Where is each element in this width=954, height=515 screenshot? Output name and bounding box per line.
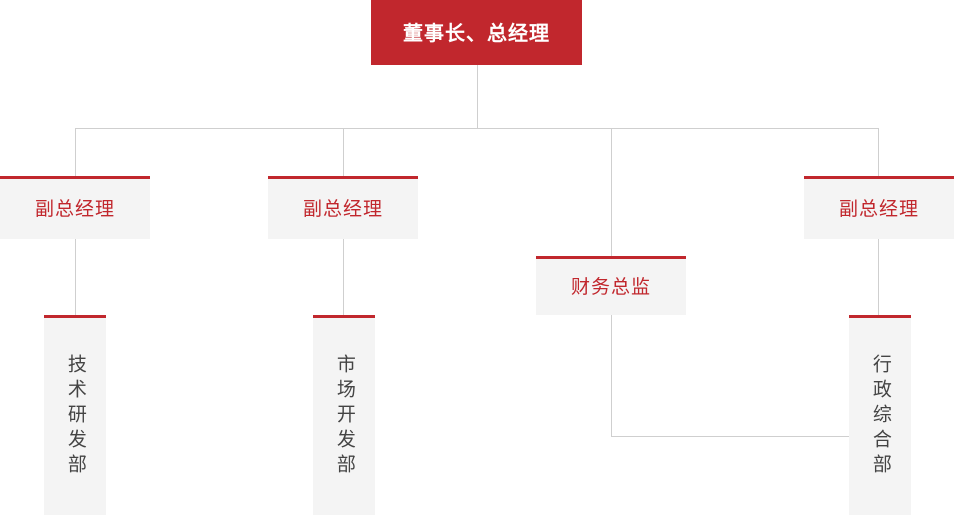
connector-drop-finance-director — [611, 128, 612, 256]
node-department-market-development-label: 市场开发部 — [333, 354, 356, 479]
node-deputy-general-manager-3-label: 副总经理 — [838, 197, 919, 220]
node-finance-director[interactable]: 财务总监 — [536, 256, 686, 315]
connector-horizontal-bus — [75, 128, 879, 129]
node-department-research-development-label: 技术研发部 — [64, 354, 87, 479]
node-deputy-general-manager-1-label: 副总经理 — [34, 197, 115, 220]
node-deputy-general-manager-1[interactable]: 副总经理 — [0, 176, 150, 239]
node-chairman-general-manager-label: 董事长、总经理 — [403, 20, 550, 45]
connector-drop-manager-2 — [343, 128, 344, 176]
node-department-market-development[interactable]: 市场开发部 — [313, 315, 375, 515]
node-department-administration-label: 行政综合部 — [869, 354, 892, 479]
connector-manager3-to-admin-department — [878, 239, 879, 315]
connector-finance-elbow-horizontal — [611, 436, 850, 437]
connector-top-stem — [477, 65, 478, 128]
node-department-administration[interactable]: 行政综合部 — [849, 315, 911, 515]
node-deputy-general-manager-2[interactable]: 副总经理 — [268, 176, 418, 239]
connector-drop-manager-1 — [75, 128, 76, 176]
connector-finance-elbow-vertical — [611, 315, 612, 436]
node-deputy-general-manager-3[interactable]: 副总经理 — [804, 176, 954, 239]
connector-drop-manager-3 — [878, 128, 879, 176]
connector-manager2-to-market-department — [343, 239, 344, 315]
node-finance-director-label: 财务总监 — [570, 275, 651, 298]
node-chairman-general-manager[interactable]: 董事长、总经理 — [371, 0, 582, 65]
connector-manager1-to-rd-department — [75, 239, 76, 315]
node-deputy-general-manager-2-label: 副总经理 — [302, 197, 383, 220]
node-department-research-development[interactable]: 技术研发部 — [44, 315, 106, 515]
